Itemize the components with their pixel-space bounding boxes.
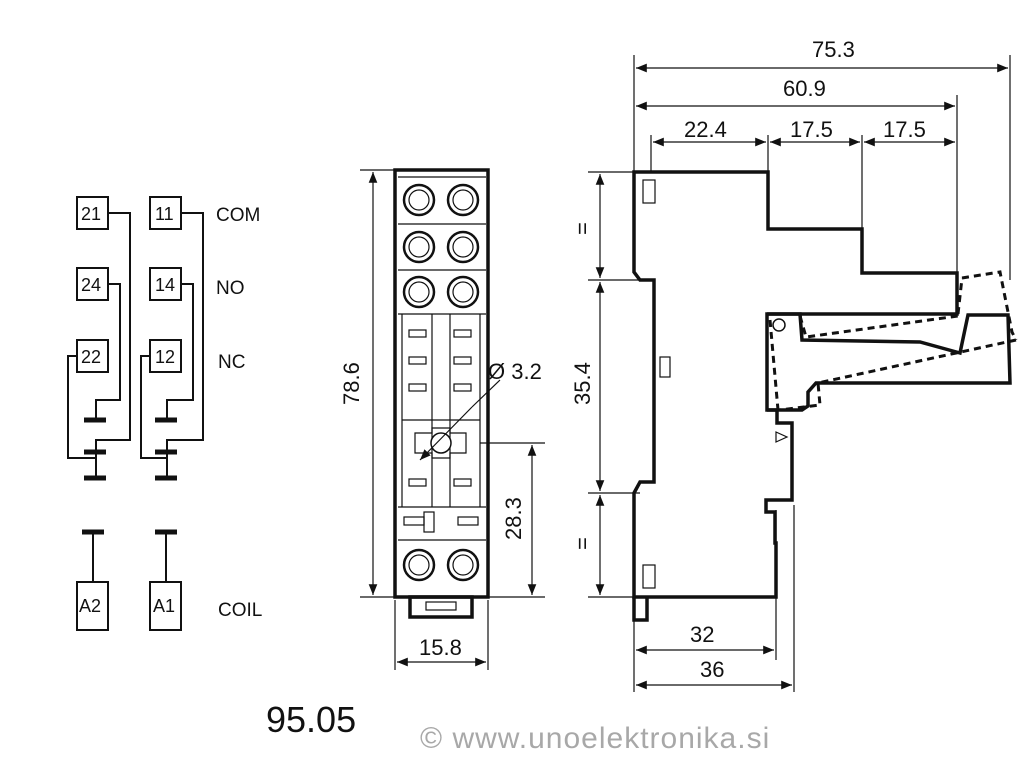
front-view: Ø 3.2 78.6 28.3 15.8 — [339, 168, 545, 670]
label-com: COM — [216, 205, 260, 226]
dim-step-1: 22.4 — [684, 117, 727, 142]
svg-text:12: 12 — [155, 347, 175, 367]
contact-box-22: 22 — [76, 339, 109, 373]
contact-schematic: 21 24 22 11 14 12 COM NO NC A2 A1 COIL — [67, 196, 262, 631]
model-number: 95.05 — [266, 699, 356, 740]
mounting-hole — [430, 432, 452, 454]
contact-box-24: 24 — [76, 267, 109, 301]
dim-length-2: 60.9 — [783, 76, 826, 101]
label-nc: NC — [218, 352, 245, 373]
contact-box-21: 21 — [76, 196, 109, 230]
coil-label-a1: A1 — [153, 596, 175, 616]
equal-mark-top: = — [570, 222, 595, 235]
dim-depth-2: 36 — [700, 657, 724, 682]
svg-text:11: 11 — [155, 204, 174, 224]
label-no: NO — [216, 278, 245, 299]
dim-depth-1: 32 — [690, 622, 714, 647]
dim-height: 78.6 — [339, 362, 364, 405]
watermark: © www.unoelektronika.si — [420, 722, 770, 755]
dim-step-3: 17.5 — [883, 117, 926, 142]
contact-wiring — [67, 212, 204, 481]
dim-width: 15.8 — [419, 635, 462, 660]
dim-hole-diameter: Ø 3.2 — [488, 359, 542, 384]
side-view: = = 35.4 75.3 60.9 22.4 17.5 17.5 32 36 — [570, 37, 1018, 692]
contact-box-14: 14 — [149, 267, 182, 301]
dim-din-span: 35.4 — [570, 362, 595, 405]
equal-mark-bottom: = — [570, 537, 595, 550]
coil-schematic: A2 A1 — [76, 529, 182, 631]
svg-text:24: 24 — [81, 275, 101, 295]
dim-hole-offset: 28.3 — [501, 497, 526, 540]
contact-box-11: 11 — [149, 196, 182, 230]
svg-text:22: 22 — [81, 347, 101, 367]
dim-total-length: 75.3 — [812, 37, 855, 62]
dim-step-2: 17.5 — [790, 117, 833, 142]
label-coil: COIL — [218, 600, 262, 621]
coil-label-a2: A2 — [79, 596, 101, 616]
screw-terminals — [402, 183, 480, 582]
svg-text:21: 21 — [81, 204, 101, 224]
svg-text:14: 14 — [155, 275, 175, 295]
contact-box-12: 12 — [149, 339, 182, 373]
